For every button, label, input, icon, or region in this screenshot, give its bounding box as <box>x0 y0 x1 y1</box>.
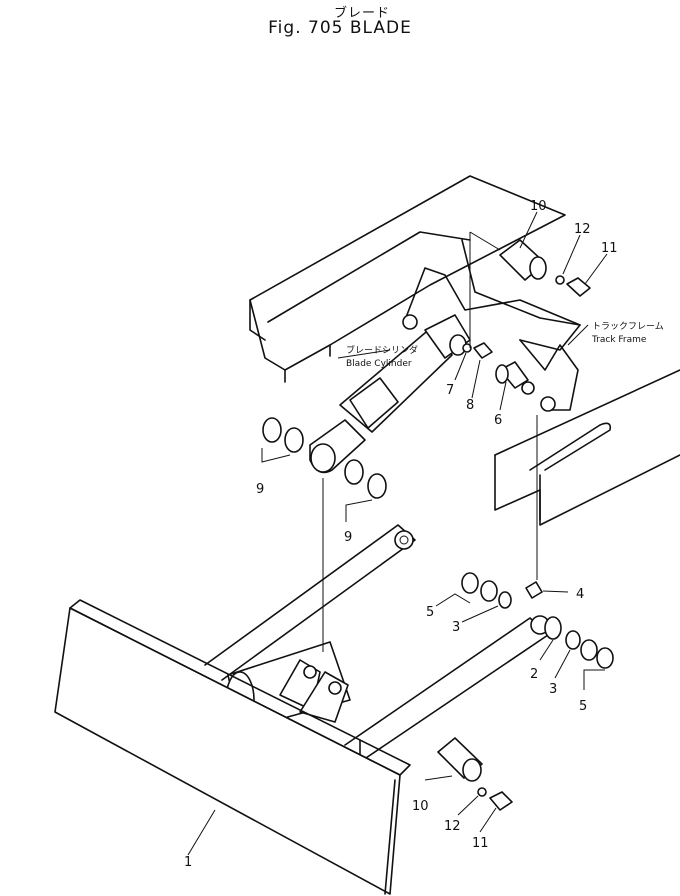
bolt-11-lower <box>477 787 513 811</box>
callout-2: 2 <box>530 667 538 682</box>
diagram-title: Fig. 705 BLADE <box>268 18 412 38</box>
callout-7: 7 <box>446 383 454 398</box>
callout-9-upper: 9 <box>256 482 264 497</box>
callout-10-lower: 10 <box>412 799 429 814</box>
blade-cylinder-label: Blade Cylinder <box>346 359 412 369</box>
track-frame-right <box>494 369 680 526</box>
shims-9-lower <box>344 459 387 499</box>
leader-lines <box>187 211 608 856</box>
callout-11-lower: 11 <box>472 836 489 851</box>
push-arm-left <box>204 524 416 681</box>
callout-6: 6 <box>494 413 502 428</box>
shims-lower-stack <box>544 616 614 669</box>
callout-5-lower: 5 <box>579 699 587 714</box>
pin-10-lower <box>437 737 483 782</box>
callout-4: 4 <box>576 587 584 602</box>
callout-10-upper: 10 <box>530 199 547 214</box>
shims-9-upper <box>262 417 304 453</box>
callout-1: 1 <box>184 855 192 870</box>
callout-3-upper: 3 <box>452 620 460 635</box>
pin-10-upper <box>499 239 547 281</box>
bolt-7-washer-8 <box>462 342 493 359</box>
pin-6 <box>495 361 529 389</box>
trunnion-bracket <box>402 239 581 412</box>
callout-5-upper: 5 <box>426 605 434 620</box>
diagram-title-japanese: ブレード <box>333 6 390 21</box>
callout-12-lower: 12 <box>444 819 461 834</box>
alignment-lines <box>322 231 538 652</box>
callout-8: 8 <box>466 398 474 413</box>
blade <box>54 599 411 895</box>
track-frame-upper <box>249 175 566 383</box>
callout-9-lower: 9 <box>344 530 352 545</box>
grease-fitting-4 <box>525 581 543 599</box>
callout-3-lower: 3 <box>549 682 557 697</box>
blade-cylinder-label-jp: ブレードシリンダ <box>346 344 418 356</box>
track-frame-label: Track Frame <box>591 335 647 345</box>
track-frame-label-jp: トラックフレーム <box>592 321 664 332</box>
push-arm-right <box>344 615 550 763</box>
bolt-11-upper <box>555 275 591 297</box>
shims-5-upper <box>461 572 512 609</box>
callout-12-upper: 12 <box>574 222 591 237</box>
callout-11-upper: 11 <box>601 241 618 256</box>
blade-cylinder <box>309 314 471 474</box>
